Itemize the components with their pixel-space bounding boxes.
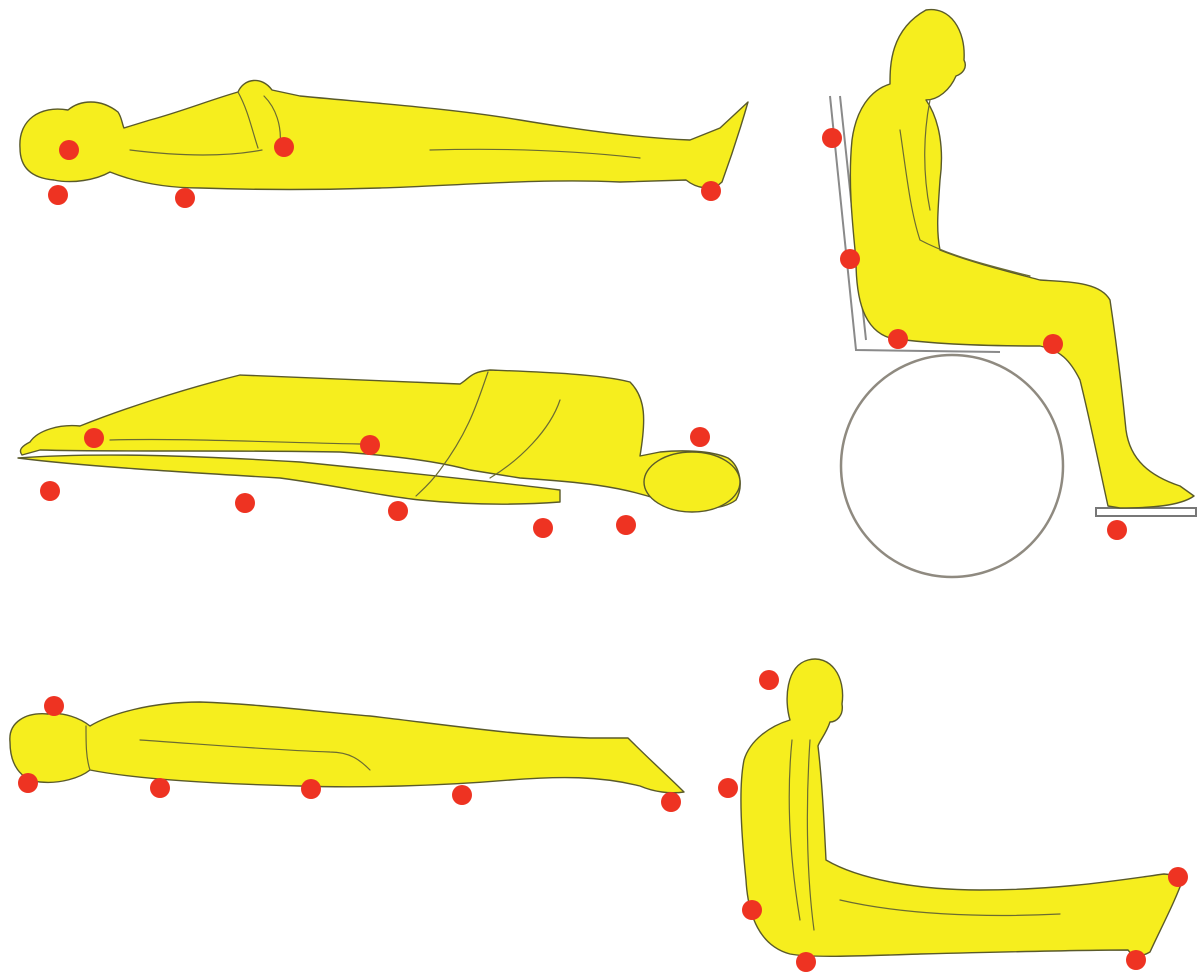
pressure-point	[1043, 334, 1063, 354]
pressure-point	[59, 140, 79, 160]
pressure-point	[533, 518, 553, 538]
pressure-point	[661, 792, 681, 812]
pressure-point	[701, 181, 721, 201]
pressure-point	[1107, 520, 1127, 540]
pressure-point	[822, 128, 842, 148]
figure-side-lying	[18, 370, 740, 538]
pressure-point	[742, 900, 762, 920]
pressure-point	[175, 188, 195, 208]
pressure-point	[452, 785, 472, 805]
figure-wheelchair-sitting	[822, 10, 1196, 577]
pressure-point	[388, 501, 408, 521]
wheelchair-wheel	[841, 355, 1063, 577]
prone-body	[10, 702, 684, 793]
pressure-point	[360, 435, 380, 455]
pressure-point	[718, 778, 738, 798]
wheelchair-person	[850, 10, 1194, 508]
figure-supine	[20, 80, 748, 208]
figure-long-sitting	[718, 659, 1188, 972]
pressure-point	[888, 329, 908, 349]
supine-body	[20, 80, 748, 189]
pressure-point	[44, 696, 64, 716]
pressure-point	[301, 779, 321, 799]
pressure-point	[84, 428, 104, 448]
pressure-point	[18, 773, 38, 793]
pressure-point	[150, 778, 170, 798]
pressure-point	[796, 952, 816, 972]
pressure-point	[759, 670, 779, 690]
pressure-point	[616, 515, 636, 535]
figure-prone	[10, 696, 684, 812]
pressure-point	[1168, 867, 1188, 887]
pressure-point	[274, 137, 294, 157]
pressure-point	[48, 185, 68, 205]
pressure-point	[690, 427, 710, 447]
pressure-point	[235, 493, 255, 513]
pressure-point	[40, 481, 60, 501]
pressure-point	[840, 249, 860, 269]
wheelchair-footplate	[1096, 508, 1196, 516]
side-lying-head	[644, 452, 740, 512]
pressure-point	[1126, 950, 1146, 970]
